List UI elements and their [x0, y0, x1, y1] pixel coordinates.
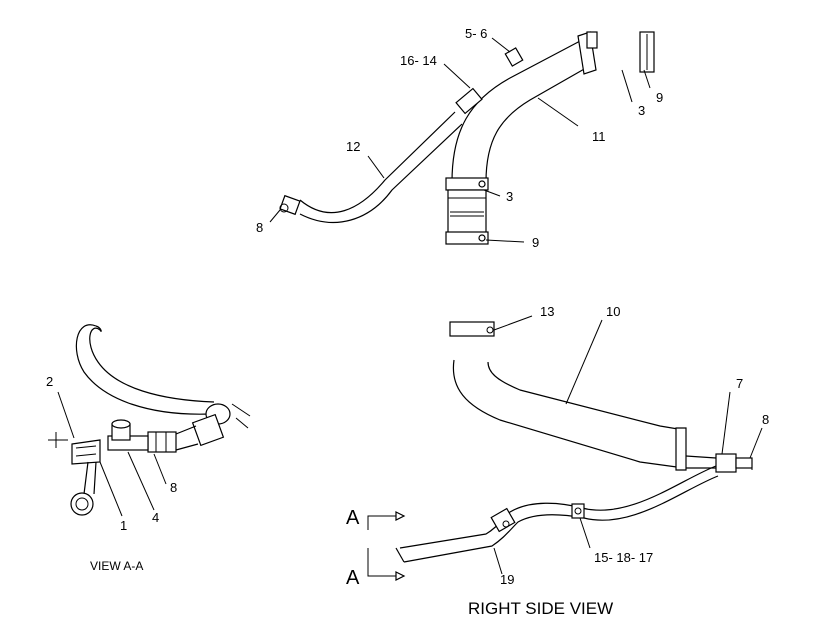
callout-rs-8: 8	[762, 412, 769, 427]
va-clamp-body	[191, 413, 225, 447]
callout-9-right: 9	[656, 90, 663, 105]
va-hose	[75, 324, 215, 415]
callout-5-6: 5- 6	[465, 26, 487, 41]
va-leaders	[57, 391, 167, 517]
top-leaders	[269, 37, 651, 243]
lower-clamp-bolt	[478, 234, 486, 242]
lower-clamp-band	[445, 231, 489, 245]
va-ring	[70, 492, 94, 516]
callout-16-14: 16- 14	[400, 53, 437, 68]
section-arrow-top	[367, 515, 396, 530]
rs-clamp-13	[449, 321, 495, 337]
rs-tube-19	[399, 465, 719, 563]
va-bracket	[71, 439, 101, 465]
callout-8-top: 8	[256, 220, 263, 235]
rs-clip	[571, 503, 585, 519]
rs-fitting-7	[715, 453, 737, 473]
section-marker-a-bottom: A	[346, 567, 360, 589]
section-marker-a-top: A	[346, 507, 360, 529]
rs-elbow-end	[675, 427, 687, 471]
callout-rs-19: 19	[500, 572, 514, 587]
fitting-5-6	[504, 47, 524, 67]
end-fitting-8	[279, 194, 301, 216]
callout-11: 11	[592, 129, 606, 144]
upper-clamp-bolt	[478, 180, 486, 188]
callout-12: 12	[346, 139, 360, 154]
view-a-a	[48, 324, 251, 516]
elbow-tube	[451, 39, 587, 183]
callout-rs-13: 13	[540, 304, 554, 319]
right-side-view	[367, 321, 753, 581]
section-arrow-bottom	[367, 548, 396, 577]
callout-9-clamp: 9	[532, 235, 539, 250]
hose-fitting-16-14	[455, 87, 483, 115]
breather-hose	[299, 111, 463, 223]
right-side-view-caption: RIGHT SIDE VIEW	[468, 599, 613, 618]
callout-rs-10: 10	[606, 304, 620, 319]
callout-va-8: 8	[170, 480, 177, 495]
va-fitting-8	[147, 431, 177, 453]
view-a-a-caption: VIEW A-A	[90, 559, 143, 573]
callout-3-clamp: 3	[506, 189, 513, 204]
rs-elbow	[452, 359, 685, 469]
callout-3-right: 3	[638, 103, 645, 118]
callout-va-4: 4	[152, 510, 159, 525]
rs-fitting-8	[735, 457, 753, 469]
callout-va-2: 2	[46, 374, 53, 389]
elbow-flange-cap	[586, 31, 598, 49]
top-assembly	[279, 31, 655, 245]
callout-rs-15-18-17: 15- 18- 17	[594, 550, 653, 565]
callout-rs-7: 7	[736, 376, 743, 391]
rs-leaders	[493, 315, 763, 575]
coupling-hose	[447, 189, 487, 239]
callout-va-1: 1	[120, 518, 127, 533]
